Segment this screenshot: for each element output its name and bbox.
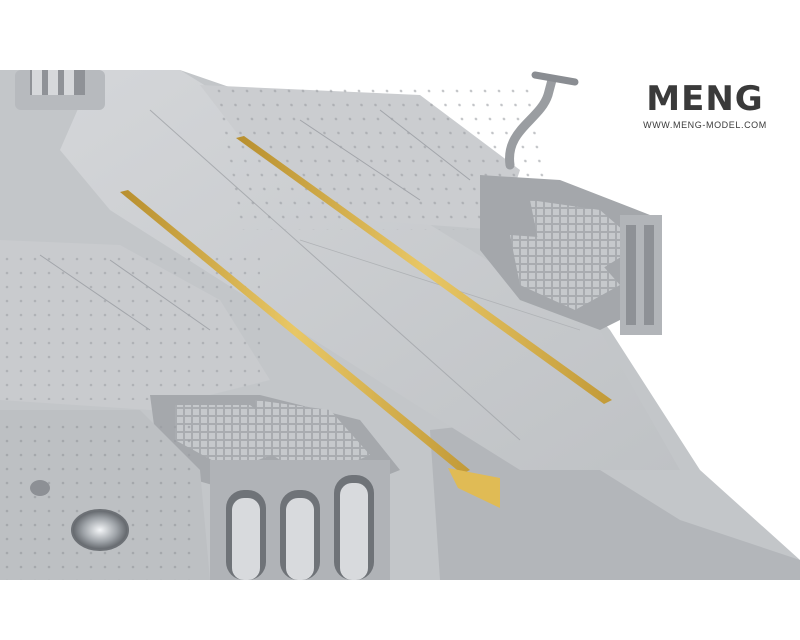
exhaust-pipe xyxy=(505,71,579,170)
left-hull-side xyxy=(0,410,210,580)
periscope-housing xyxy=(15,70,105,110)
headlight xyxy=(30,480,129,551)
brand-watermark: MENG WWW.MENG-MODEL.COM xyxy=(630,82,780,130)
brand-logo: MENG xyxy=(646,79,764,119)
photo-etch-rails xyxy=(120,136,612,508)
left-deck-panel xyxy=(0,240,270,410)
upper-right-deck-panel xyxy=(200,85,561,230)
brand-website: WWW.MENG-MODEL.COM xyxy=(643,120,767,130)
exhaust-tubes xyxy=(210,460,390,580)
upper-right-exhaust-vents xyxy=(480,175,662,335)
